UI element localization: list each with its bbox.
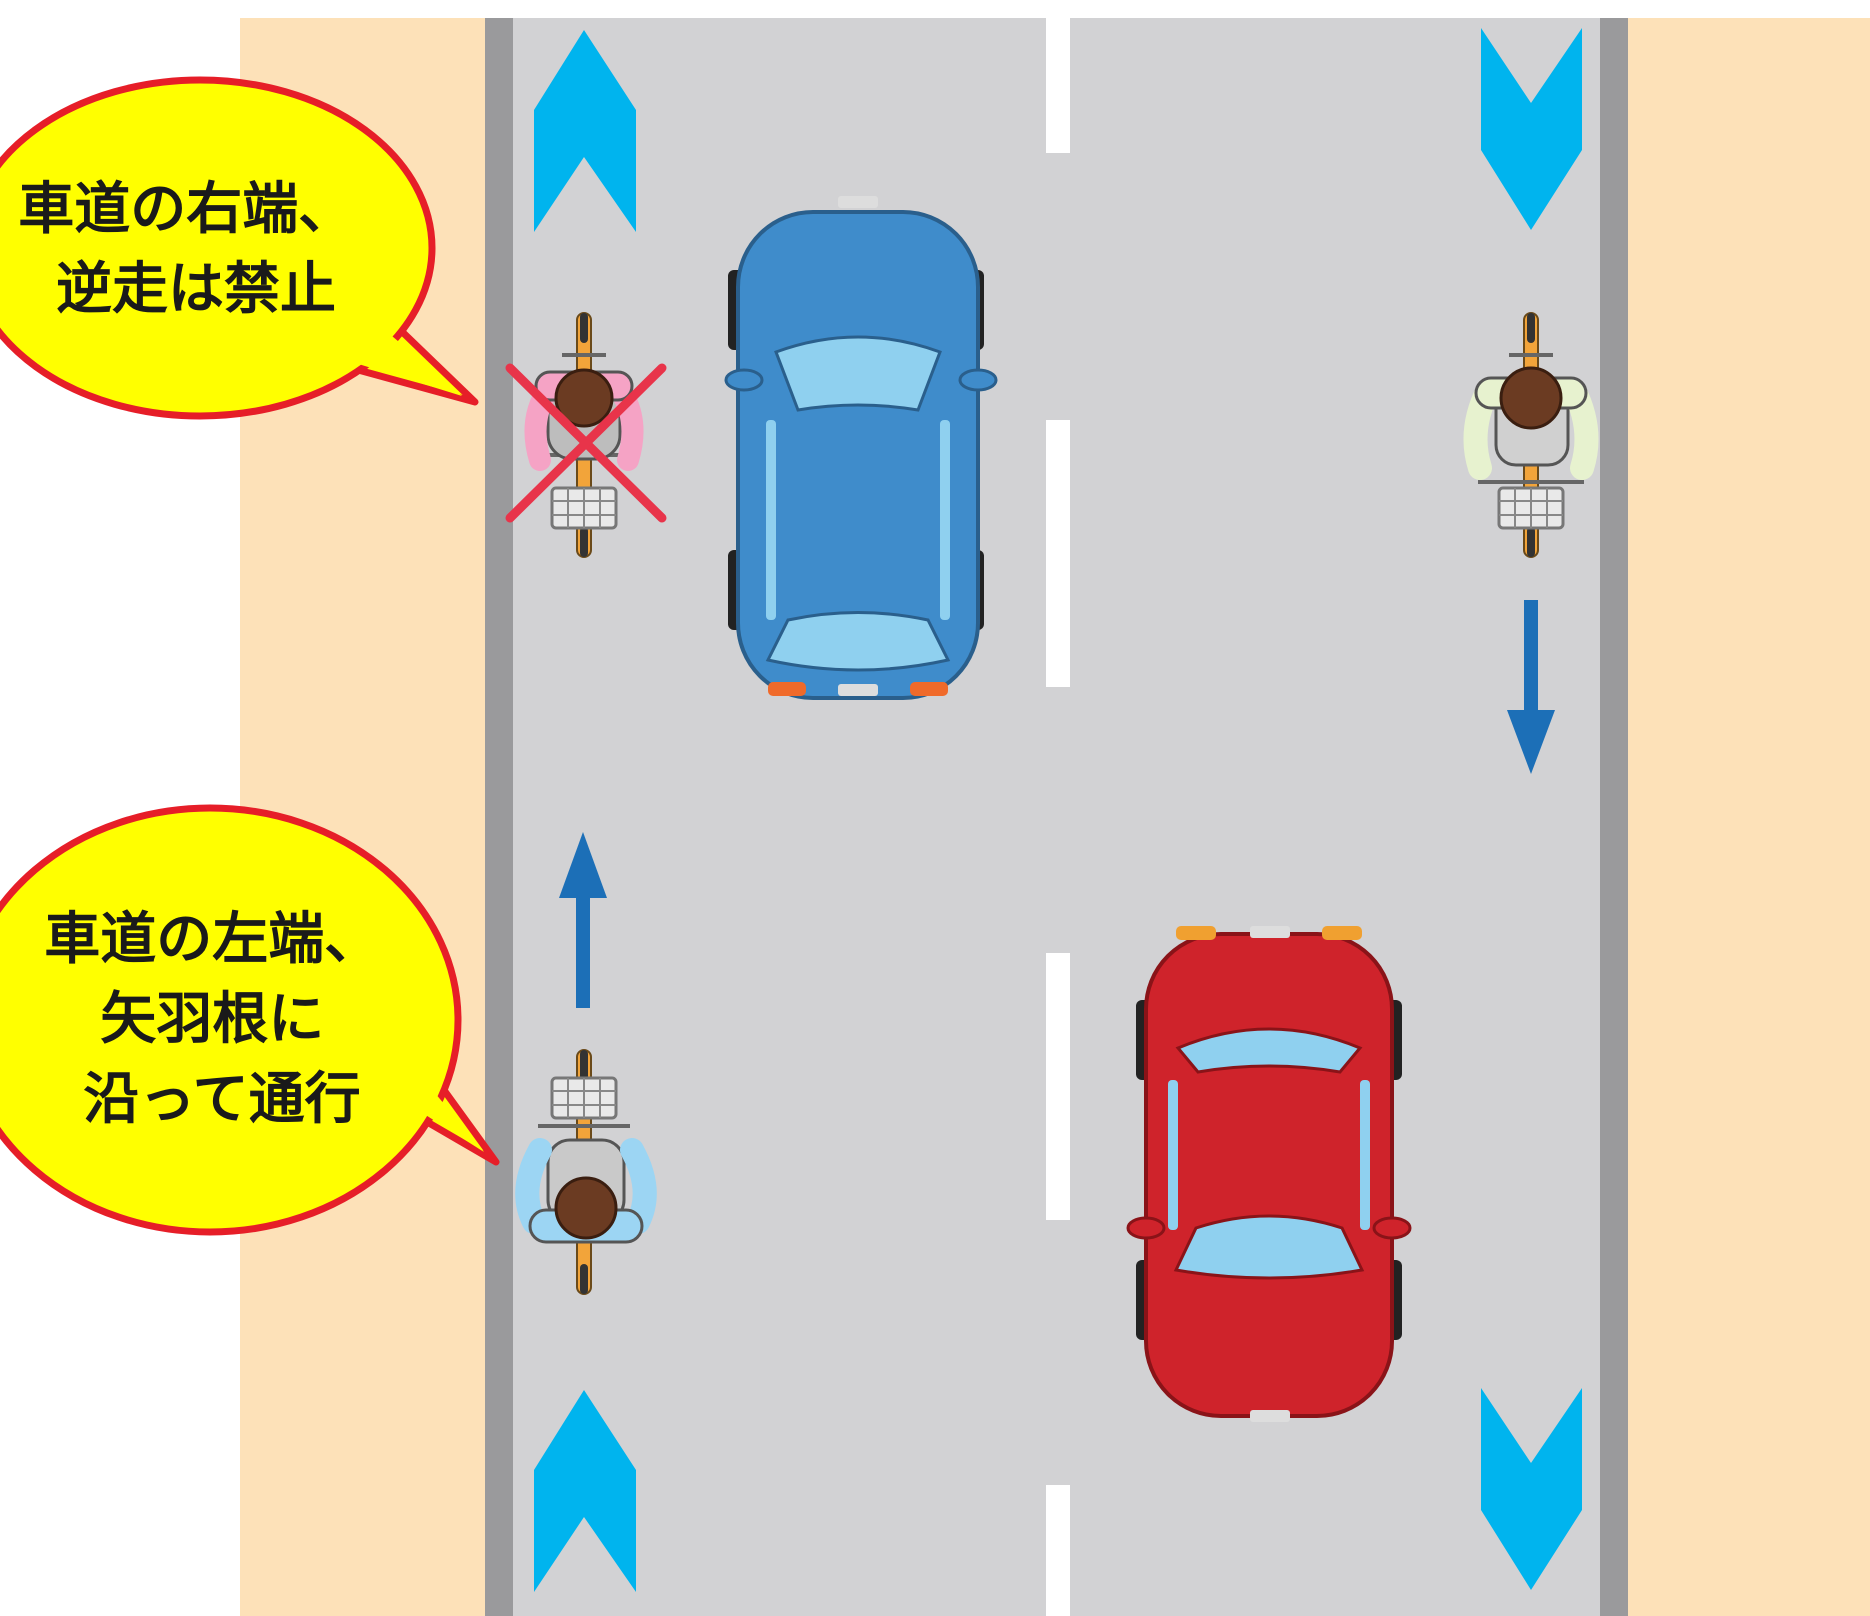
speech-bubble-wrong: 車道の右端、 逆走は禁止 — [0, 76, 479, 420]
right-curb — [1600, 18, 1628, 1616]
bubble-correct-line-3: 沿って通行 — [83, 1067, 360, 1132]
x-cross-icon — [505, 363, 667, 523]
direction-arrow-icon — [559, 832, 607, 1008]
svg-text:車道の左端、 矢羽根に 沿って通行: 車道の左端、 矢羽根に 沿って通行 — [44, 907, 400, 1132]
cyclist-icon — [515, 1048, 657, 1296]
cyclist-icon — [1463, 311, 1599, 559]
chevron-arrow-icon — [534, 30, 636, 232]
speech-bubble-correct: 車道の左端、 矢羽根に 沿って通行 — [0, 804, 500, 1236]
bubble-wrong-line-1: 車道の右端、 — [18, 177, 354, 242]
car-icon — [1126, 926, 1412, 1422]
right-sidewalk — [1628, 18, 1870, 1616]
chevron-arrow-icon — [1481, 1388, 1582, 1590]
left-curb — [485, 18, 513, 1616]
chevron-arrow-icon — [1481, 28, 1582, 230]
car-icon — [724, 196, 998, 700]
center-dashed-line — [1046, 18, 1070, 1616]
chevron-arrow-icon — [534, 1390, 636, 1592]
svg-text:車道の右端、 逆走は禁止: 車道の右端、 逆走は禁止 — [18, 177, 374, 322]
bubble-correct-line-2: 矢羽根に — [100, 987, 324, 1052]
road-surface — [485, 18, 1628, 1616]
cyclist-icon — [524, 311, 644, 559]
direction-arrow-icon — [1507, 600, 1555, 774]
bubble-wrong-line-2: 逆走は禁止 — [56, 257, 336, 322]
bubble-correct-line-1: 車道の左端、 — [44, 907, 380, 972]
